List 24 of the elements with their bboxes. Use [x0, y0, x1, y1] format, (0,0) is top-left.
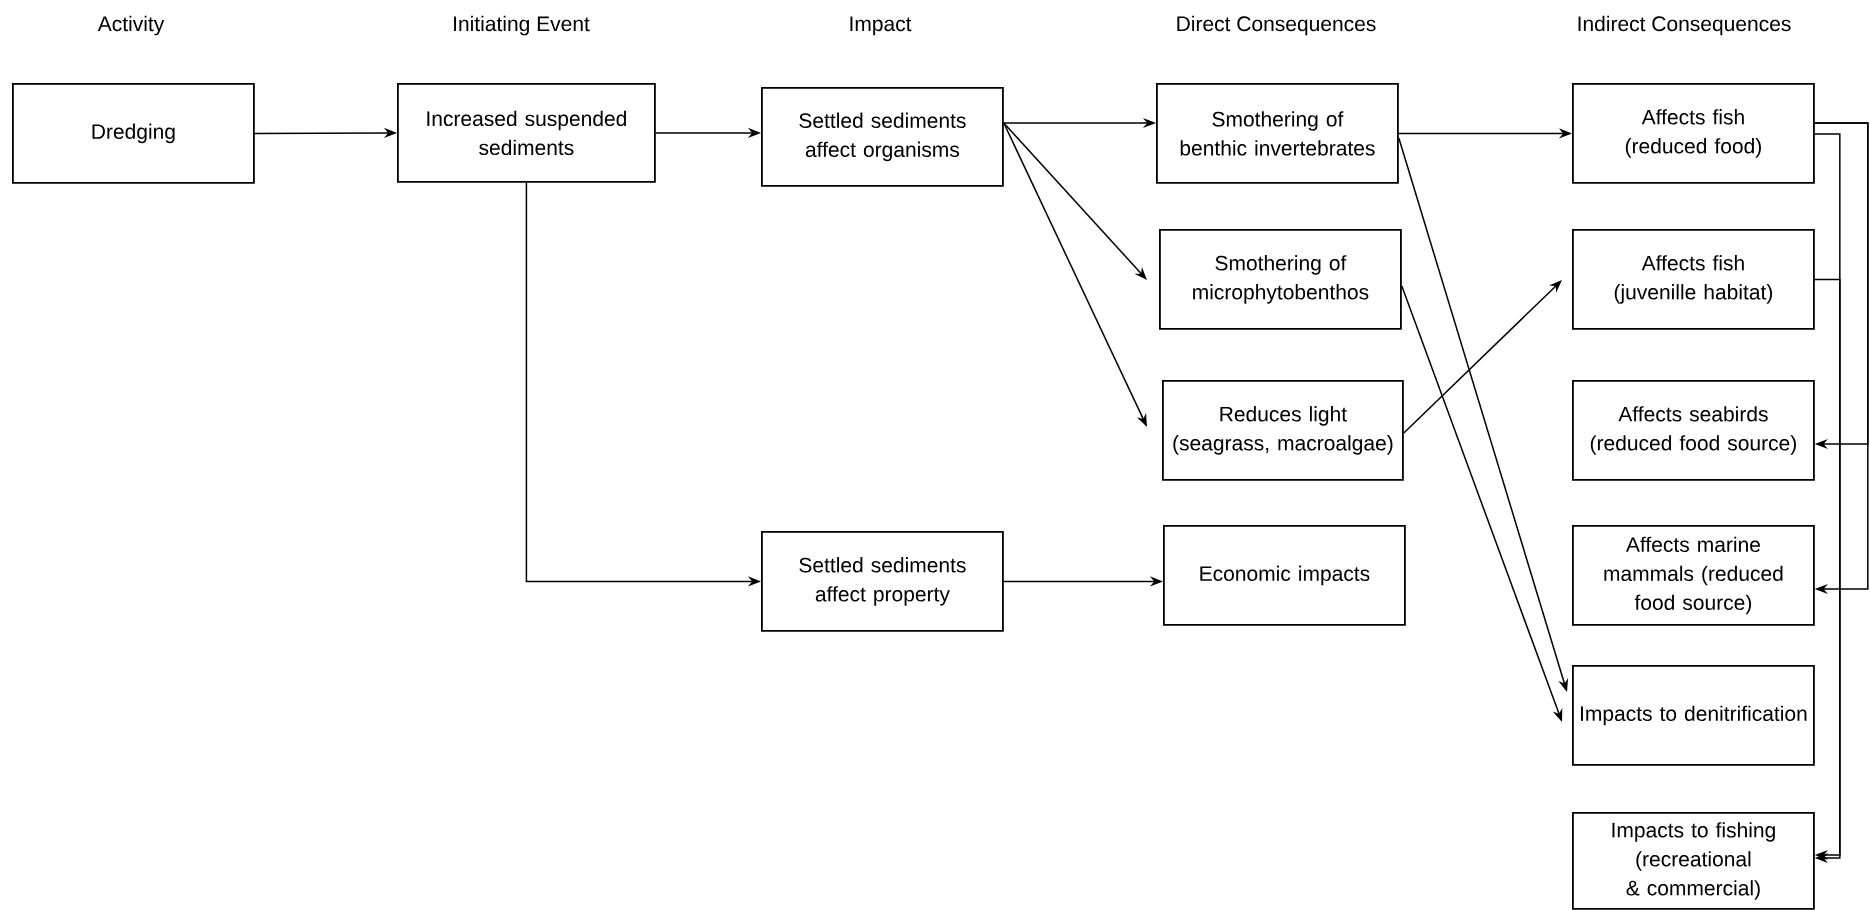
process-box: Settled sediments affect organisms	[761, 87, 1004, 187]
column-heading: Direct Consequences	[1177, 15, 1376, 36]
process-box: Economic impacts	[1163, 525, 1406, 626]
process-box: Reduces light (seagrass, macroalgae)	[1162, 380, 1404, 481]
process-box: Affects fish (reduced food)	[1572, 83, 1815, 184]
process-box: Affects seabirds (reduced food source)	[1572, 380, 1815, 481]
process-box: Increased suspended sediments	[397, 83, 656, 183]
process-box: Affects marine mammals (reduced food source)	[1572, 525, 1815, 626]
arrow	[1814, 122, 1869, 595]
arrow	[1003, 122, 1147, 280]
process-box: Settled sediments affect property	[761, 531, 1004, 632]
arrow	[1403, 280, 1562, 434]
column-heading: Impact	[850, 16, 912, 36]
process-box: Smothering of microphytobenthos	[1159, 229, 1402, 330]
column-heading: Activity	[97, 15, 165, 36]
process-box: Smothering of benthic invertebrates	[1156, 83, 1399, 184]
process-box: Dredging	[12, 83, 255, 184]
process-box: Impacts to denitrification	[1572, 665, 1815, 766]
arrow	[1814, 278, 1841, 864]
column-heading: Indirect Consequences	[1578, 15, 1791, 36]
arrow	[1814, 133, 1841, 861]
process-box: Affects fish (juvenille habitat)	[1572, 229, 1815, 330]
process-box: Impacts to fishing (recreational & commercial)	[1572, 812, 1815, 910]
column-heading: Initiating Event	[454, 15, 590, 36]
